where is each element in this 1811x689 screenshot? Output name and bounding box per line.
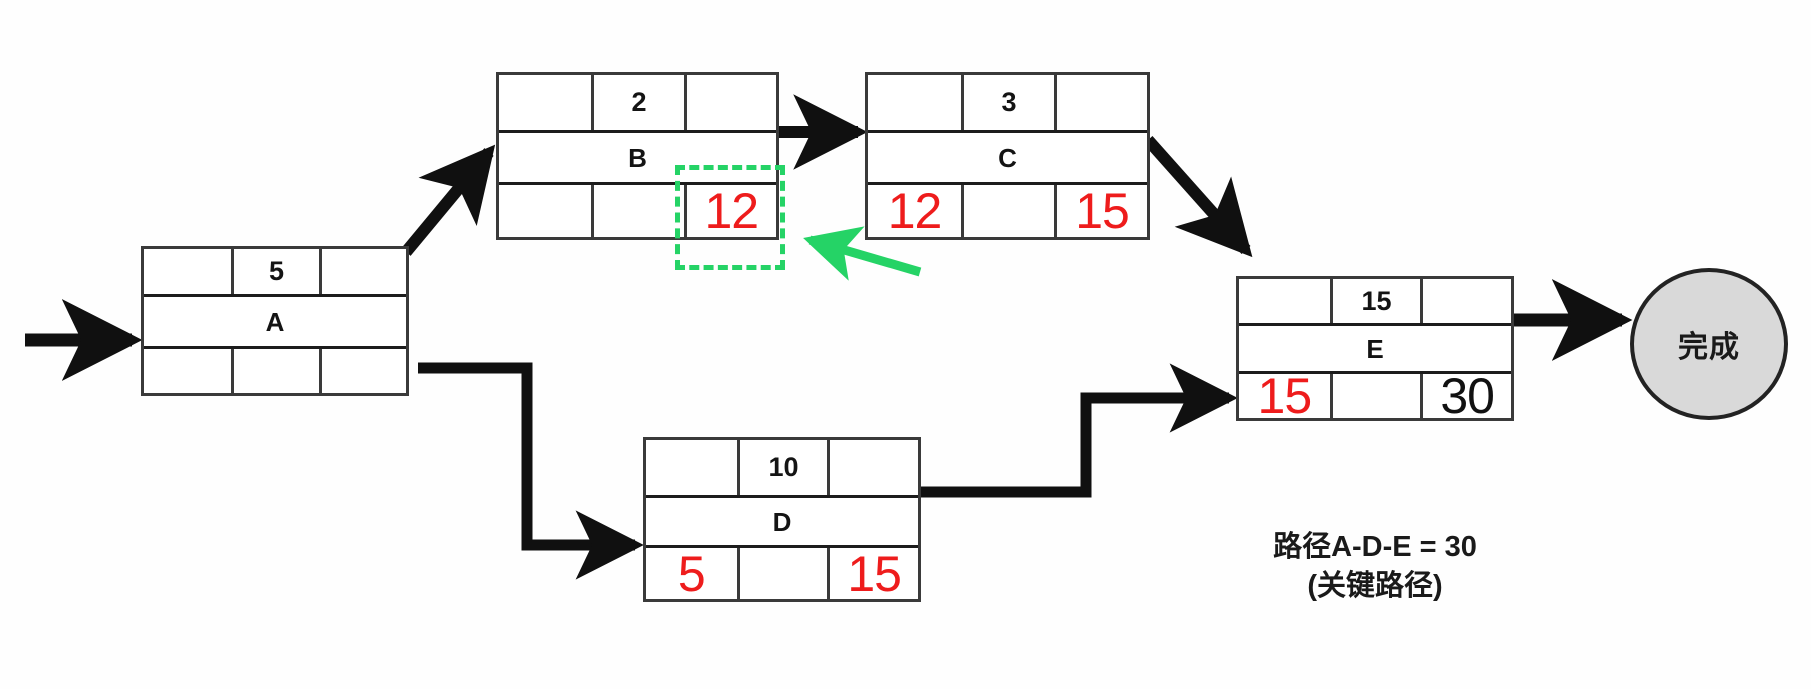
node-e-late-start-value: 15 [1257,374,1313,418]
node-e-name: E [1366,333,1384,364]
node-b-slack [591,185,683,237]
node-b-label-row: B [499,133,776,185]
node-a-duration-value: 5 [268,256,284,286]
node-e-bottom-row: 15 30 [1239,374,1511,418]
activity-node-e[interactable]: 15 E 15 30 [1236,276,1514,421]
node-d-late-start: 5 [646,548,737,599]
node-e-slack [1329,374,1421,418]
node-e-early-start [1239,279,1330,323]
node-c-late-finish-value: 15 [1075,185,1130,237]
node-e-duration-value: 15 [1361,285,1392,316]
critical-path-note-text: (关键路径) [1307,570,1443,603]
node-d-label-row: D [646,498,918,548]
node-d-duration: 10 [736,440,828,495]
node-a-bottom-row [144,349,406,393]
edge-c-to-e [1143,136,1253,258]
node-c-bottom-row: 12 15 [868,185,1147,237]
node-e-late-start: 15 [1239,374,1330,418]
node-b-late-finish-value: 12 [704,185,760,237]
node-d-early-finish [827,440,918,495]
node-d-early-start [646,440,737,495]
critical-path-length-text: 路径A-D-E = 30 [1273,531,1477,563]
highlight-box-node-b-late-finish [675,165,785,270]
node-c-late-start: 12 [868,185,961,237]
critical-path-caption: 路径A-D-E = 30 (关键路径) [1195,528,1555,606]
node-d-name: D [772,506,792,537]
node-a-name-cell: A [144,297,406,346]
node-e-late-finish: 30 [1420,374,1511,418]
node-a-late-finish [318,349,406,393]
node-b-early-finish [683,75,776,130]
node-e-late-finish-value: 30 [1440,374,1495,418]
node-d-top-row: 10 [646,440,918,498]
node-b-name-cell: B [499,133,776,182]
node-c-label-row: C [868,133,1147,185]
node-c-early-start [868,75,961,130]
node-d-slack [736,548,828,599]
node-a-slack [231,349,318,393]
node-a-late-start [144,349,231,393]
activity-node-a[interactable]: 5 A [141,246,409,396]
node-d-duration-value: 10 [768,452,799,482]
node-a-early-start [144,249,231,294]
finish-node[interactable]: 完成 [1630,268,1788,420]
node-b-top-row: 2 [499,75,776,133]
node-c-top-row: 3 [868,75,1147,133]
node-b-bottom-row: 12 [499,185,776,237]
edge-a-to-d [418,362,644,580]
node-b-early-start [499,75,591,130]
node-c-duration-value: 3 [1001,87,1017,117]
node-a-top-row: 5 [144,249,406,297]
node-c-late-start-value: 12 [887,185,943,237]
node-a-name: A [265,306,285,337]
green-annotation-arrow [803,226,922,281]
node-b-late-start [499,185,591,237]
node-d-late-finish-value: 15 [847,548,902,599]
activity-node-c[interactable]: 3 C 12 15 [865,72,1150,240]
node-e-label-row: E [1239,326,1511,374]
activity-node-b[interactable]: 2 B 12 [496,72,779,240]
node-e-duration: 15 [1329,279,1421,323]
node-e-name-cell: E [1239,326,1511,371]
node-a-duration: 5 [231,249,318,294]
node-b-late-finish: 12 [683,185,776,237]
node-d-name-cell: D [646,498,918,545]
edge-a-to-b [401,144,496,256]
activity-node-d[interactable]: 10 D 5 15 [643,437,921,602]
node-e-top-row: 15 [1239,279,1511,326]
node-c-late-finish: 15 [1054,185,1147,237]
node-b-duration-value: 2 [631,87,647,117]
node-c-name-cell: C [868,133,1147,182]
node-b-name: B [628,142,647,173]
node-e-early-finish [1420,279,1511,323]
node-b-duration: 2 [591,75,683,130]
finish-node-label: 完成 [1678,331,1740,364]
node-d-late-finish: 15 [827,548,918,599]
node-c-duration: 3 [961,75,1054,130]
node-c-name: C [998,142,1017,173]
node-a-early-finish [318,249,406,294]
node-d-late-start-value: 5 [677,548,706,599]
node-c-early-finish [1054,75,1147,130]
node-a-label-row: A [144,297,406,349]
node-c-slack [961,185,1054,237]
node-d-bottom-row: 5 15 [646,548,918,599]
